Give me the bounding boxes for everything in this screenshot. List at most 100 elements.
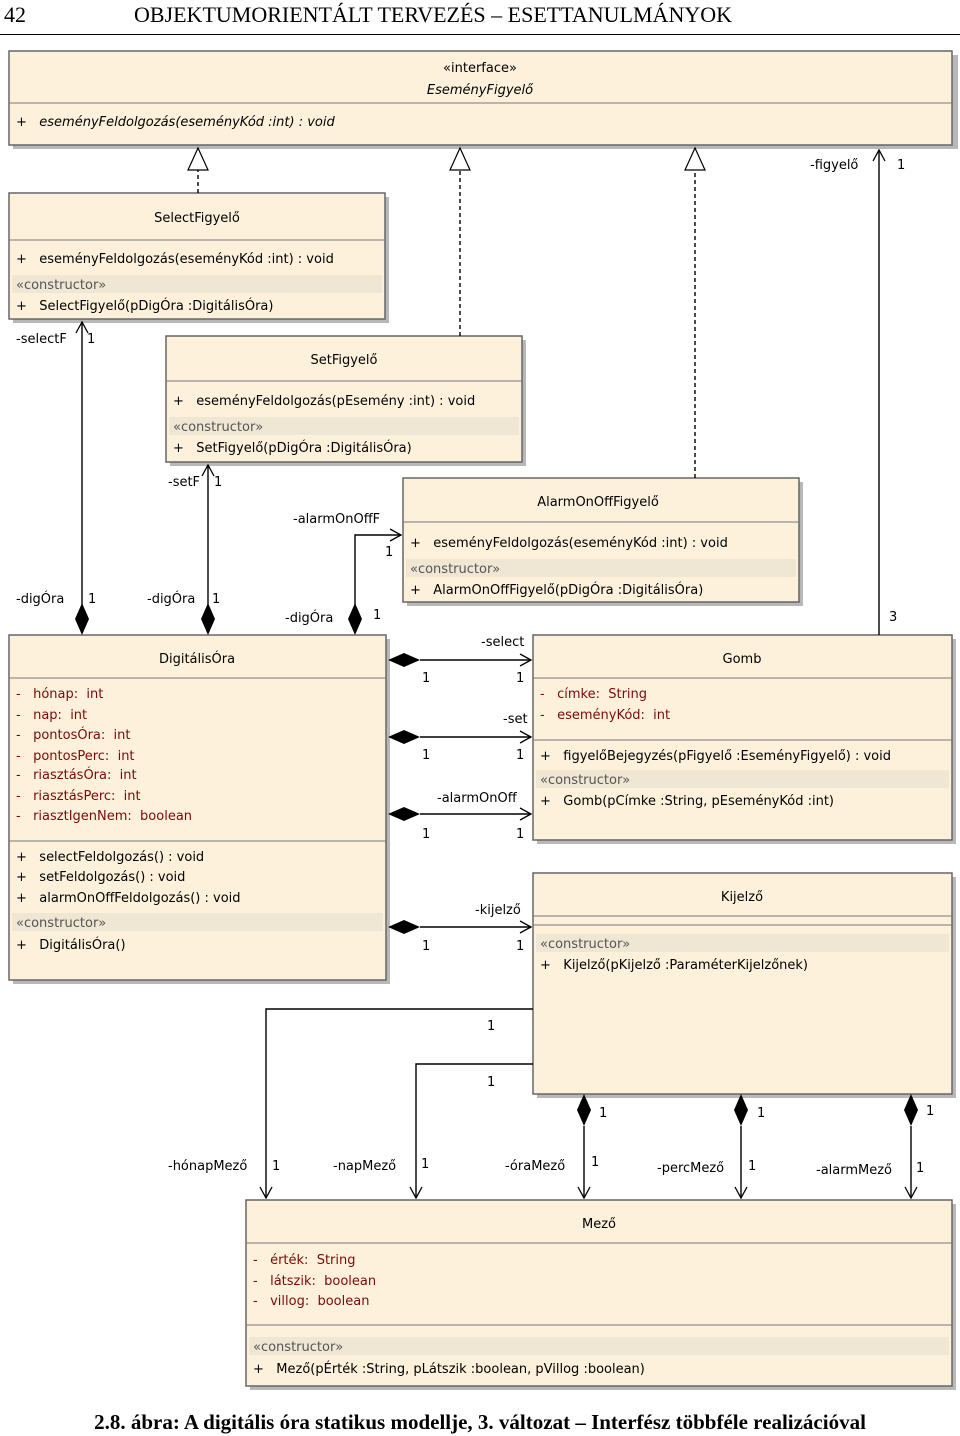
class-name: SelectFigyelő bbox=[154, 211, 240, 226]
assoc-kijelzo-oramezo: 1 -óraMező 1 bbox=[505, 1094, 607, 1200]
role-label: -kijelző bbox=[475, 903, 521, 918]
role-label: -digÓra bbox=[16, 591, 64, 607]
constructor: + Mező(pÉrték :String, pLátszik :boolean… bbox=[253, 1361, 645, 1377]
multiplicity: 1 bbox=[422, 827, 430, 842]
role-label: -hónapMező bbox=[168, 1159, 247, 1174]
multiplicity: 1 bbox=[373, 608, 381, 623]
constructor-label: «constructor» bbox=[16, 278, 106, 293]
attribute: - hónap: int bbox=[16, 687, 103, 702]
class-gomb: Gomb - címke: String - eseményKód: int +… bbox=[532, 634, 956, 844]
class-name: EseményFigyelő bbox=[427, 83, 534, 98]
constructor-label: «constructor» bbox=[253, 1340, 343, 1355]
multiplicity: 1 bbox=[897, 158, 905, 173]
constructor: + SelectFigyelő(pDigÓra :DigitálisÓra) bbox=[16, 298, 273, 314]
operation: + eseményFeldolgozás(eseményKód :int) : … bbox=[16, 252, 334, 267]
figure-caption: 2.8. ábra: A digitális óra statikus mode… bbox=[94, 1410, 866, 1434]
assoc-kijelzo-honapmezo: 1 -hónapMező 1 bbox=[168, 1008, 533, 1200]
assoc-digora-kijelzo: -kijelző 1 1 bbox=[388, 903, 533, 954]
role-label: -select bbox=[481, 635, 524, 650]
attribute: - címke: String bbox=[540, 687, 647, 702]
assoc-kijelzo-alarmmezo: 1 -alarmMező 1 bbox=[816, 1094, 934, 1200]
class-esemenyfigyelo: «interface» EseményFigyelő + eseményFeld… bbox=[8, 50, 958, 149]
role-label: -napMező bbox=[333, 1159, 396, 1174]
attribute: - riasztásÓra: int bbox=[16, 767, 137, 783]
constructor: + SetFigyelő(pDigÓra :DigitálisÓra) bbox=[173, 440, 412, 456]
constructor-label: «constructor» bbox=[410, 562, 500, 577]
class-setfigyelo: SetFigyelő + eseményFeldolgozás(pEsemény… bbox=[165, 335, 526, 466]
role-label: -digÓra bbox=[147, 591, 195, 607]
assoc-gomb-figyelo: -figyelő 1 3 bbox=[810, 148, 905, 635]
constructor: + Kijelző(pKijelző :ParaméterKijelzőnek) bbox=[540, 958, 808, 973]
multiplicity: 1 bbox=[516, 827, 524, 842]
assoc-kijelzo-napmezo: 1 -napMező 1 bbox=[333, 1063, 533, 1200]
operation: + alarmOnOffFeldolgozás() : void bbox=[16, 891, 241, 906]
class-name: AlarmOnOffFigyelő bbox=[537, 495, 659, 510]
class-kijelzo: Kijelző «constructor» + Kijelző(pKijelző… bbox=[532, 872, 956, 1098]
multiplicity: 1 bbox=[422, 671, 430, 686]
operation: + selectFeldolgozás() : void bbox=[16, 850, 204, 865]
role-label: -óraMező bbox=[505, 1159, 565, 1174]
role-label: -digÓra bbox=[285, 610, 333, 626]
multiplicity: 1 bbox=[422, 748, 430, 763]
role-label: -alarmOnOff bbox=[437, 791, 518, 806]
multiplicity: 1 bbox=[599, 1106, 607, 1121]
constructor: + DigitálisÓra() bbox=[16, 937, 126, 953]
attribute: - riasztásPerc: int bbox=[16, 789, 141, 804]
constructor-label: «constructor» bbox=[16, 916, 106, 931]
operation: + eseményFeldolgozás(pEsemény :int) : vo… bbox=[173, 394, 475, 409]
multiplicity: 3 bbox=[889, 610, 897, 625]
class-name: Mező bbox=[582, 1217, 616, 1232]
class-name: SetFigyelő bbox=[311, 353, 378, 368]
class-selectfigyelo: SelectFigyelő + eseményFeldolgozás(esemé… bbox=[8, 192, 389, 323]
constructor-label: «constructor» bbox=[173, 420, 263, 435]
attribute: - érték: String bbox=[253, 1253, 356, 1268]
class-name: Kijelző bbox=[721, 890, 763, 905]
class-alarmonofffigyelo: AlarmOnOffFigyelő + eseményFeldolgozás(e… bbox=[402, 477, 803, 606]
operation: + setFeldolgozás() : void bbox=[16, 870, 185, 885]
assoc-digora-selectfigyelo: -selectF 1 -digÓra 1 bbox=[16, 320, 96, 635]
multiplicity: 1 bbox=[385, 545, 393, 560]
multiplicity: 1 bbox=[591, 1155, 599, 1170]
attribute: - villog: boolean bbox=[253, 1294, 369, 1309]
class-name: Gomb bbox=[723, 652, 762, 667]
multiplicity: 1 bbox=[757, 1106, 765, 1121]
operation: + eseményFeldolgozás(eseményKód :int) : … bbox=[410, 536, 728, 551]
multiplicity: 1 bbox=[916, 1161, 924, 1176]
assoc-digora-setfigyelo: -setF 1 -digÓra 1 bbox=[147, 463, 222, 635]
operation: + eseményFeldolgozás(eseményKód :int) : … bbox=[16, 115, 335, 130]
role-label: -setF bbox=[168, 475, 200, 490]
assoc-digora-gomb-set: -set 1 1 bbox=[388, 712, 533, 763]
attribute: - eseményKód: int bbox=[540, 708, 670, 723]
role-label: -set bbox=[503, 712, 528, 727]
multiplicity: 1 bbox=[516, 748, 524, 763]
class-mezo: Mező - érték: String - látszik: boolean … bbox=[245, 1199, 956, 1390]
multiplicity: 1 bbox=[516, 671, 524, 686]
class-name: DigitálisÓra bbox=[159, 651, 235, 667]
realization-setfigyelo bbox=[449, 146, 471, 336]
assoc-kijelzo-percmezo: 1 -percMező 1 bbox=[657, 1094, 765, 1200]
multiplicity: 1 bbox=[422, 939, 430, 954]
assoc-digora-gomb-select: -select 1 1 bbox=[388, 635, 533, 686]
multiplicity: 1 bbox=[88, 592, 96, 607]
multiplicity: 1 bbox=[87, 332, 95, 347]
attribute: - riasztIgenNem: boolean bbox=[16, 809, 192, 824]
page-number: 42 bbox=[4, 2, 26, 27]
assoc-digora-alarmonofffigyelo: -alarmOnOffF 1 -digÓra 1 bbox=[285, 512, 403, 635]
role-label: -alarmOnOffF bbox=[293, 512, 380, 527]
multiplicity: 1 bbox=[516, 939, 524, 954]
constructor: + AlarmOnOffFigyelő(pDigÓra :DigitálisÓr… bbox=[410, 582, 703, 598]
attribute: - pontosÓra: int bbox=[16, 727, 131, 743]
role-label: -selectF bbox=[16, 332, 67, 347]
constructor: + Gomb(pCímke :String, pEseményKód :int) bbox=[540, 794, 834, 809]
page-title: OBJEKTUMORIENTÁLT TERVEZÉS – ESETTANULMÁ… bbox=[134, 2, 732, 27]
class-stereotype: «interface» bbox=[443, 61, 517, 76]
class-digitalisora: DigitálisÓra - hónap: int - nap: int - p… bbox=[8, 634, 390, 984]
page-header: 42 OBJEKTUMORIENTÁLT TERVEZÉS – ESETTANU… bbox=[0, 0, 960, 35]
role-label: -percMező bbox=[657, 1161, 724, 1176]
realization-alarmonofffigyelo bbox=[684, 146, 706, 478]
attribute: - látszik: boolean bbox=[253, 1274, 376, 1289]
multiplicity: 1 bbox=[487, 1075, 495, 1090]
multiplicity: 1 bbox=[272, 1159, 280, 1174]
role-label: -figyelő bbox=[810, 158, 858, 173]
constructor-label: «constructor» bbox=[540, 937, 630, 952]
